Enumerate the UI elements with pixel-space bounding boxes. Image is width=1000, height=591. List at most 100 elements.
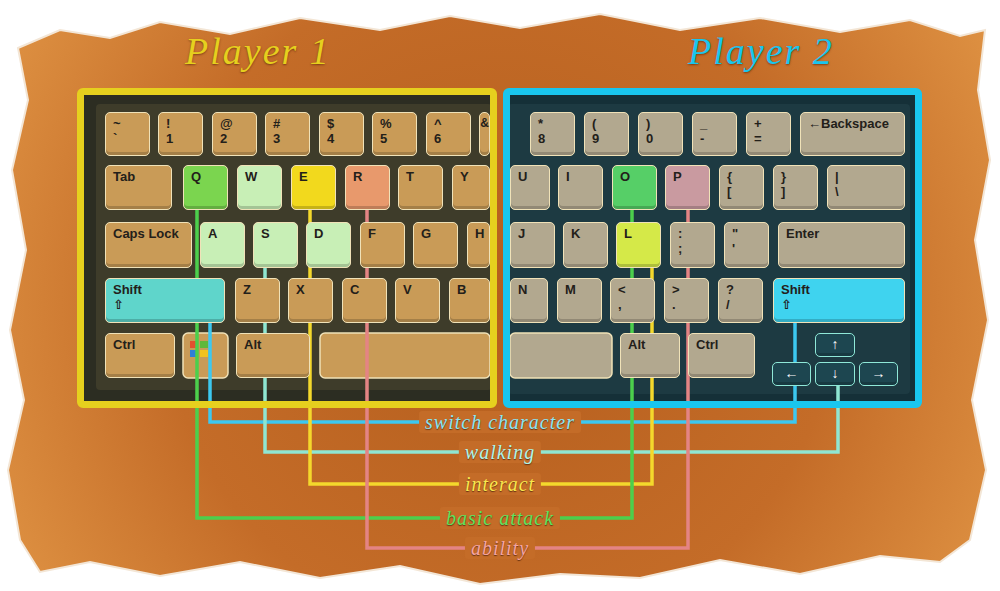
- key-label: *: [538, 116, 571, 131]
- keyboard-key: Y: [452, 165, 490, 210]
- keyboard-key: H: [467, 222, 490, 268]
- windows-logo: [200, 341, 208, 348]
- key-label: 4: [327, 131, 360, 146]
- keyboard-key: %5: [372, 112, 417, 156]
- key-label: >: [672, 282, 705, 297]
- key-label: $: [327, 116, 360, 131]
- key-label: L: [624, 226, 657, 241]
- key-label: Shift: [781, 282, 901, 297]
- key-label: 3: [273, 131, 306, 146]
- keyboard-key: G: [413, 222, 458, 268]
- keyboard-key: Alt: [620, 333, 680, 378]
- key-label: ←: [773, 364, 810, 382]
- key-label: (: [592, 116, 625, 131]
- key-label: Ctrl: [696, 337, 751, 352]
- key-label: !: [166, 116, 199, 131]
- keyboard-key: ~`: [105, 112, 150, 156]
- keyboard-key: K: [563, 222, 608, 268]
- keyboard-key: |\: [827, 165, 905, 210]
- keyboard-key: Q: [183, 165, 228, 210]
- keyboard-body: [82, 93, 492, 403]
- key-label: 5: [380, 131, 413, 146]
- player-title: Player 1: [185, 29, 331, 73]
- key-label: #: [273, 116, 306, 131]
- keyboard-key: ←: [772, 362, 811, 386]
- key-label: C: [350, 282, 383, 297]
- keyboard-key: {[: [719, 165, 764, 210]
- edge-label-box: walking: [459, 441, 541, 463]
- keyboard-key: R: [345, 165, 390, 210]
- edge-label-box: ability: [465, 537, 535, 559]
- key-label: U: [518, 169, 546, 184]
- key-label: E: [299, 169, 332, 184]
- keyboard-key: Ctrl: [688, 333, 755, 378]
- key-label: V: [403, 282, 436, 297]
- key-label: W: [245, 169, 278, 184]
- key-label: Caps Lock: [113, 226, 188, 241]
- keyboard-key: (9: [584, 112, 629, 156]
- key-label: &: [480, 116, 489, 131]
- key-label: 2: [220, 131, 253, 146]
- edge-label-box: interact: [459, 473, 541, 495]
- key-label: |: [835, 169, 901, 184]
- keyboard-key: ←Backspace: [800, 112, 905, 156]
- key-label: 9: [592, 131, 625, 146]
- key-label: 6: [434, 131, 467, 146]
- keyboard-key: $4: [319, 112, 364, 156]
- control-label: basic attack: [446, 507, 554, 529]
- keyboard-key: Ctrl: [105, 333, 175, 378]
- keyboard-key: Alt: [236, 333, 310, 378]
- keyboard-key: Shift⇧: [773, 278, 905, 323]
- keyboard-key: E: [291, 165, 336, 210]
- key-label: Alt: [244, 337, 306, 352]
- key-label: D: [314, 226, 347, 241]
- keyboard-key: U: [510, 165, 550, 210]
- key-label: ~: [113, 116, 146, 131]
- control-label: switch character: [425, 411, 575, 433]
- edge-label-box: switch character: [419, 411, 581, 433]
- keyboard-key: F: [360, 222, 405, 268]
- keyboard-deck: [96, 104, 492, 390]
- keyboard-deck: [508, 104, 910, 394]
- keyboard-key: Enter: [778, 222, 905, 268]
- key-label: ?: [726, 282, 759, 297]
- key-label: 8: [538, 131, 571, 146]
- key-label: ): [646, 116, 679, 131]
- keyboard-key: P: [665, 165, 710, 210]
- key-label: S: [261, 226, 294, 241]
- key-label: -: [700, 131, 733, 146]
- key-label: ←Backspace: [808, 116, 901, 131]
- key-label: A: [208, 226, 241, 241]
- keyboard-key: B: [449, 278, 490, 323]
- player-zone: Player 2*8(9)0_-+=←BackspaceUIOP{[}]|\JK…: [503, 88, 922, 408]
- windows-key: [183, 333, 228, 378]
- parchment: [8, 14, 990, 584]
- keyboard-key: M: [557, 278, 602, 323]
- space-bar: [320, 333, 490, 378]
- key-label: .: [672, 297, 705, 312]
- player-title: Player 2: [688, 29, 834, 73]
- key-label: Tab: [113, 169, 168, 184]
- key-label: M: [565, 282, 598, 297]
- keyboard-key: _-: [692, 112, 737, 156]
- keyboard-key: L: [616, 222, 661, 268]
- keyboard-key: →: [859, 362, 898, 386]
- key-label: 1: [166, 131, 199, 146]
- key-label: I: [566, 169, 599, 184]
- connector-line: [367, 210, 688, 548]
- key-label: ': [732, 241, 765, 256]
- key-label: +: [754, 116, 787, 131]
- keyboard-key: J: [510, 222, 555, 268]
- keyboard-key: I: [558, 165, 603, 210]
- key-label: Alt: [628, 337, 676, 352]
- key-label: F: [368, 226, 401, 241]
- keyboard-key: ?/: [718, 278, 763, 323]
- keyboard-key: Tab: [105, 165, 172, 210]
- keyboard-key: C: [342, 278, 387, 323]
- key-label: \: [835, 184, 901, 199]
- keyboard-key: <,: [610, 278, 655, 323]
- key-label: Q: [191, 169, 224, 184]
- edge-label-box: basic attack: [440, 507, 560, 529]
- control-label: ability: [471, 537, 529, 559]
- windows-logo: [200, 350, 208, 357]
